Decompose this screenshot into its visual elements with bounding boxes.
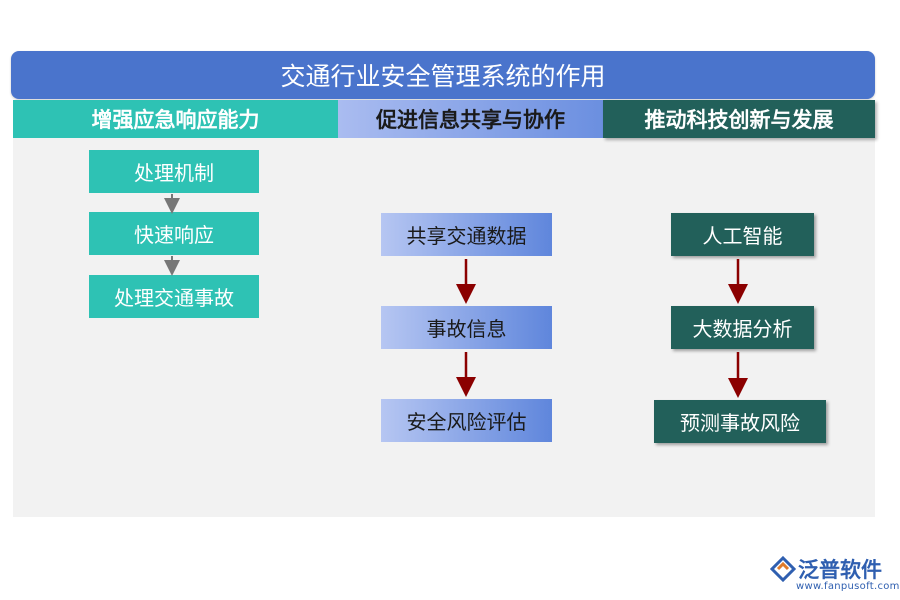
diagram-title: 交通行业安全管理系统的作用 — [11, 51, 875, 99]
step-box: 事故信息 — [381, 306, 552, 349]
brand-mark-icon — [770, 556, 796, 582]
step-box: 处理交通事故 — [89, 275, 259, 318]
brand-name: 泛普软件 — [798, 558, 882, 582]
step-box: 安全风险评估 — [381, 399, 552, 442]
step-box: 共享交通数据 — [381, 213, 552, 256]
column-heading-emergency: 增强应急响应能力 — [13, 100, 338, 138]
step-box: 处理机制 — [89, 150, 259, 193]
brand-logo: 泛普软件 www.fanpusoft.com — [770, 554, 899, 598]
step-box: 人工智能 — [671, 213, 814, 256]
step-box: 快速响应 — [89, 212, 259, 255]
step-box: 预测事故风险 — [654, 400, 826, 443]
column-heading-sharing: 促进信息共享与协作 — [338, 100, 603, 138]
column-heading-innovation: 推动科技创新与发展 — [603, 100, 875, 138]
brand-url: www.fanpusoft.com — [796, 581, 900, 592]
step-box: 大数据分析 — [671, 306, 814, 349]
